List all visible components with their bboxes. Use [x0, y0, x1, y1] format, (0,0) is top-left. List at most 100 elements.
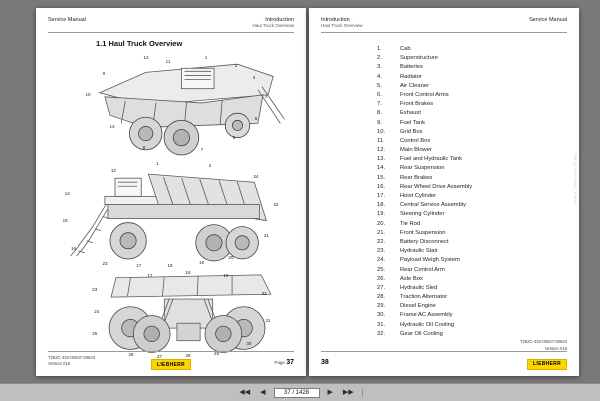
callout-number: 29	[214, 350, 220, 356]
callout-number: 5	[254, 116, 258, 122]
callout-number: 2	[208, 163, 212, 169]
part-name: Frame AC Assembly	[400, 312, 453, 319]
page-number: 37	[286, 359, 294, 366]
header-chapter: Introduction	[321, 17, 350, 23]
callout-number: 32	[261, 290, 267, 296]
part-name: Battery Disconnect	[400, 238, 449, 245]
callout-number: 8	[142, 144, 146, 150]
callout-number: 12	[143, 54, 149, 60]
callout-number: 2	[234, 62, 238, 68]
part-number: 10.	[377, 128, 386, 135]
part-row: 15. Rear Brakes	[377, 175, 561, 184]
first-page-button[interactable]: ◀◀	[239, 389, 251, 396]
callout-number: 1	[156, 160, 159, 166]
part-number: 31.	[377, 321, 386, 328]
part-name: Exhaust	[400, 110, 421, 117]
header-chapter: Introduction	[265, 17, 294, 23]
part-name: Hydraulic Oil Cooling	[400, 321, 455, 328]
callout-number: 1	[204, 54, 208, 60]
part-name: Hoist Cylinder	[400, 193, 437, 199]
part-number: 27.	[377, 284, 386, 291]
truck-side-drawing	[70, 173, 268, 262]
previous-page-button[interactable]: ◀	[260, 389, 266, 396]
part-row: 29.Diesel Engine	[377, 303, 561, 312]
part-row: 26.Axle Box	[377, 276, 561, 285]
doc-version-text: Version 018	[544, 345, 567, 351]
footer-rule	[48, 351, 294, 352]
header-left: Service Manual	[48, 17, 86, 23]
page-indicator-input[interactable]: 37 / 1428	[273, 387, 320, 398]
part-row: 28.Traction Alternator	[377, 294, 561, 303]
callout-number: 24	[94, 309, 100, 315]
callout-number: 31	[265, 317, 271, 323]
part-number: 26.	[377, 275, 386, 282]
part-name: Hydraulic Stair	[400, 248, 438, 255]
part-name: Rear Wheel Drive Assembly	[400, 183, 473, 190]
part-name: Rear Suspension	[400, 165, 445, 172]
part-name: Steering Cylinder	[400, 211, 445, 218]
part-name: Fuel Tank	[400, 119, 426, 126]
part-row: 20.Tie Rod	[377, 221, 561, 230]
part-row: 16. Rear Wheel Drive Assembly	[377, 184, 561, 193]
callout-number: 7	[200, 146, 204, 152]
part-number: 19.	[377, 211, 386, 218]
page-label: Page	[274, 360, 285, 365]
callout-number: 20	[228, 254, 234, 260]
part-row: 7.Front Brakes	[377, 101, 561, 110]
part-name: Front Brakes	[400, 101, 434, 108]
part-name: Superstructure	[400, 55, 439, 62]
part-number: 16.	[377, 183, 386, 190]
part-number: 32.	[377, 330, 386, 337]
callout-number: 22	[273, 201, 279, 207]
next-page-button[interactable]: ▶	[327, 389, 333, 396]
callout-number: 19	[223, 272, 229, 278]
callout-number: 9	[102, 71, 106, 77]
part-name: Rear Brakes	[400, 174, 433, 181]
header-left: Introduction Haul Truck Overview	[321, 17, 363, 28]
part-name: Fuel and Hydraulic Tank	[400, 156, 463, 163]
header-manual-title: Service Manual	[529, 17, 567, 23]
part-row: 14.Rear Suspension	[377, 165, 561, 174]
callout-number: 12	[110, 167, 116, 173]
part-row: 17.Hoist Cylinder	[377, 193, 561, 202]
part-row: 25.Rear Control Arm	[377, 267, 561, 276]
part-number: 18.	[377, 202, 386, 209]
last-page-button[interactable]: ▶▶	[342, 389, 354, 396]
callout-number: 13	[109, 124, 115, 130]
part-row: 4.Radiator	[377, 74, 561, 83]
part-number: 1.	[377, 46, 382, 52]
part-row: 10.Grid Box	[377, 129, 561, 138]
part-row: 23. Hydraulic Stair	[377, 248, 561, 257]
part-row: 31. Hydraulic Oil Cooling	[377, 322, 561, 331]
doc-id-text: T282C-432-00637-00643	[48, 355, 96, 361]
part-name: Main Blower	[400, 147, 432, 154]
part-number: 15.	[377, 174, 386, 181]
header-rule	[321, 32, 567, 33]
callout-number: 17	[147, 272, 153, 278]
toolbar-separator	[361, 388, 363, 397]
part-row: 5.Air Cleaner	[377, 83, 561, 92]
part-name: Tie Rod	[400, 220, 421, 227]
truck-front-quarter-drawing	[98, 63, 285, 156]
callout-number: 19	[199, 259, 205, 265]
page-spread: Service Manual Introduction Haul Truck O…	[36, 8, 579, 376]
callout-number: 24	[253, 173, 259, 179]
callout-number: 4	[264, 93, 268, 99]
header-section: Haul Truck Overview	[321, 23, 363, 28]
part-row: 21.Front Suspension	[377, 230, 561, 239]
part-number: 4.	[377, 73, 382, 80]
footer-rule	[321, 351, 567, 352]
part-row: 32.Gear Oil Cooling	[377, 331, 561, 340]
part-name: Air Cleaner	[400, 82, 429, 89]
part-number: 24.	[377, 257, 386, 264]
part-number: 21.	[377, 229, 386, 236]
header-rule	[48, 32, 294, 33]
part-row: 24.Payload Weigh System	[377, 257, 561, 266]
callout-number: 21	[264, 233, 270, 239]
part-number: 11.	[377, 137, 385, 144]
footer-right-cluster: T282C-432-00637-00643 Version 018 LIEBHE…	[520, 339, 567, 370]
part-number: 23.	[377, 248, 386, 255]
